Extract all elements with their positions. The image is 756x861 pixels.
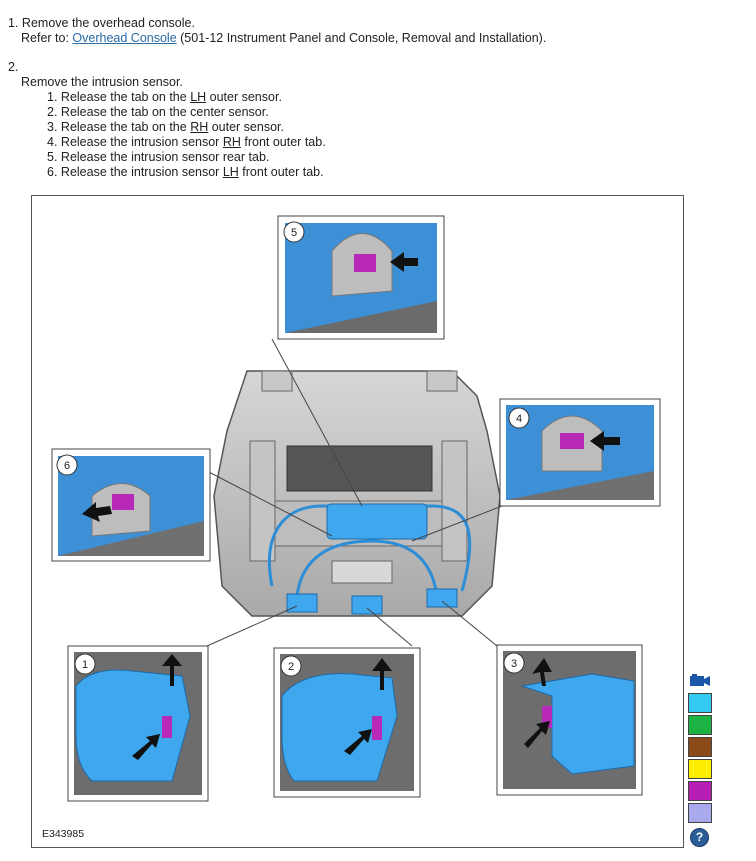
substep-3: 3. Release the tab on the RH outer senso… — [47, 120, 284, 134]
detail-3: 3 — [496, 644, 643, 796]
color-swatch-yellow[interactable] — [688, 759, 712, 779]
callout-2: 2 — [288, 661, 294, 673]
overhead-console — [213, 370, 501, 617]
step-1: 1. Remove the overhead console. — [8, 16, 195, 30]
detail-5: 5 — [277, 215, 445, 340]
callout-6: 6 — [64, 460, 70, 472]
leader-lines — [206, 338, 503, 647]
color-swatch-lavender[interactable] — [688, 803, 712, 823]
callout-5: 5 — [291, 227, 297, 239]
callout-3: 3 — [511, 658, 517, 670]
service-illustration: 5 6 4 — [31, 195, 684, 848]
color-palette — [688, 693, 714, 825]
help-icon[interactable]: ? — [690, 828, 709, 847]
callout-1: 1 — [82, 659, 88, 671]
color-swatch-green[interactable] — [688, 715, 712, 735]
step-2-number: 2. — [8, 60, 19, 74]
color-swatch-cyan[interactable] — [688, 693, 712, 713]
detail-6: 6 — [51, 448, 211, 562]
detail-4: 4 — [499, 398, 661, 507]
step-1-reference: Refer to: Overhead Console (501-12 Instr… — [21, 31, 547, 45]
substep-6: 6. Release the intrusion sensor LH front… — [47, 165, 324, 179]
color-swatch-brown[interactable] — [688, 737, 712, 757]
substep-5: 5. Release the intrusion sensor rear tab… — [47, 150, 270, 164]
illustration-drawing: 5 6 4 — [51, 215, 661, 802]
step-2-text: Remove the intrusion sensor. — [21, 75, 183, 89]
color-swatch-magenta[interactable] — [688, 781, 712, 801]
detail-1: 1 — [67, 645, 209, 802]
substep-1: 1. Release the tab on the LH outer senso… — [47, 90, 282, 104]
callout-4: 4 — [516, 413, 522, 425]
substep-2: 2. Release the tab on the center sensor. — [47, 105, 269, 119]
overhead-console-link[interactable]: Overhead Console — [72, 31, 177, 45]
camera-icon[interactable] — [689, 673, 711, 687]
figure-id-label: E343985 — [42, 828, 85, 840]
substep-4: 4. Release the intrusion sensor RH front… — [47, 135, 326, 149]
detail-2: 2 — [273, 647, 421, 798]
